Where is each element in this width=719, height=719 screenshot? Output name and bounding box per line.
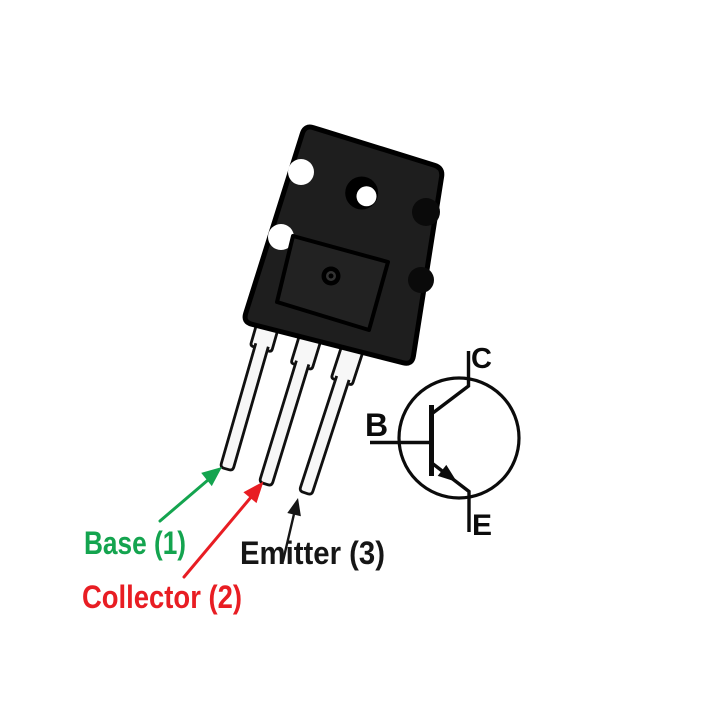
mold-bump-upper <box>412 198 440 226</box>
collector-arrow-head <box>243 481 264 504</box>
schematic-emitter-arrow-head <box>437 464 457 482</box>
mold-notch-upper <box>288 159 314 185</box>
mounting-hole <box>345 176 379 210</box>
mold-dimple-center <box>328 273 334 279</box>
mold-bump-lower <box>408 267 434 293</box>
transistor-package <box>219 124 445 496</box>
base-lead-pin <box>219 342 270 472</box>
schematic-collector-line <box>430 351 471 416</box>
schematic-circle <box>397 376 521 500</box>
collector-terminal-label: C <box>471 343 492 375</box>
base-arrow-head <box>201 467 222 487</box>
npn-schematic-symbol: B C E <box>365 343 521 542</box>
emitter-label: Emitter (3) <box>240 535 385 571</box>
mold-notch-lower <box>268 224 294 250</box>
base-label: Base (1) <box>84 525 186 561</box>
base-arrow-shaft <box>158 478 210 523</box>
collector-lead-pin <box>258 360 311 487</box>
mounting-hole-opening <box>356 186 377 207</box>
collector-pointer-arrow <box>182 481 264 579</box>
emitter-lead-pin <box>298 375 351 496</box>
mold-dimple <box>321 266 341 286</box>
collector-label: Collector (2) <box>82 579 242 615</box>
collector-arrow-shaft <box>182 494 254 579</box>
emitter-pointer-arrow <box>281 498 301 563</box>
emitter-terminal-label: E <box>472 509 492 542</box>
emitter-arrow-shaft <box>281 512 296 563</box>
base-pointer-arrow <box>158 467 222 523</box>
emitter-arrow-head <box>287 498 301 517</box>
base-terminal-label: B <box>365 407 388 443</box>
